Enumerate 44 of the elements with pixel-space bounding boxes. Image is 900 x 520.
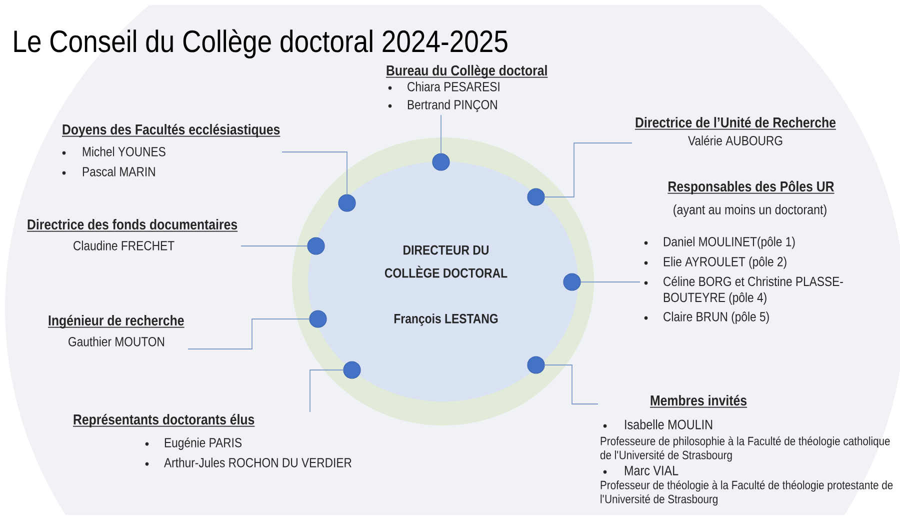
leader-line bbox=[282, 152, 348, 195]
member-name: Eugénie PARIS bbox=[164, 437, 242, 450]
central-circle bbox=[292, 138, 594, 426]
group-heading: Directrice des fonds documentaires bbox=[26, 218, 238, 232]
connector-dot bbox=[309, 310, 327, 328]
group-heading: Membres invités bbox=[650, 394, 748, 408]
role-description: Professeure de philosophie à la Faculté de théologie catholique de l'Université de Strasbourg bbox=[600, 436, 890, 462]
group-heading: Responsables des Pôles UR bbox=[667, 180, 835, 194]
connector-dot bbox=[527, 188, 545, 206]
member-name: Daniel MOULINET(pôle 1) bbox=[664, 236, 795, 249]
connector-dot bbox=[338, 194, 356, 212]
connector-dot bbox=[432, 153, 450, 171]
director-name: François LESTANG bbox=[394, 314, 498, 326]
leader-line bbox=[544, 142, 632, 198]
member-name: Pascal MARIN bbox=[82, 166, 155, 176]
member-name: Michel YOUNES bbox=[82, 146, 166, 156]
group-heading: Ingénieur de recherche bbox=[48, 314, 185, 328]
title: Le Conseil du Collège doctoral 2024-2025 bbox=[14, 29, 508, 58]
leader-line bbox=[544, 364, 598, 404]
connector-dot bbox=[307, 237, 325, 255]
group-heading: Directrice de l’Unité de Recherche bbox=[634, 116, 836, 130]
member-name: Arthur-Jules ROCHON DU VERDIER bbox=[164, 458, 352, 468]
role-description: Professeur de théologie à la Faculté de théologie protestante de l'Université de Strasbourg bbox=[600, 480, 893, 506]
connector-dot bbox=[563, 273, 581, 291]
connector-dot bbox=[527, 356, 545, 374]
member-name: Marc VIAL bbox=[624, 466, 678, 476]
leader-line bbox=[440, 114, 442, 154]
group-heading: Représentants doctorants élus bbox=[72, 414, 256, 428]
group-note: (ayant au moins un doctorant) bbox=[674, 204, 826, 218]
member-name: Claire BRUN (pôle 5) bbox=[664, 312, 769, 324]
group-heading: Bureau du Collège doctoral bbox=[386, 64, 548, 78]
member-name: Bertrand PINÇON bbox=[408, 100, 497, 112]
member-name: Gauthier MOUTON bbox=[68, 336, 164, 346]
member-name: Isabelle MOULIN bbox=[625, 419, 712, 430]
connector-dot bbox=[343, 361, 361, 379]
group-heading: Doyens des Facultés ecclésiastiques bbox=[62, 124, 281, 138]
member-name: Chiara PESARESI bbox=[408, 82, 500, 92]
member-name: Céline BORG et Christine PLASSE-BOUTEYRE (pôle 4) bbox=[664, 276, 843, 305]
director-title: DIRECTEUR DU COLLÈGE DOCTORAL bbox=[384, 245, 508, 278]
leader-line bbox=[188, 318, 310, 350]
member-name: Valérie AUBOURG bbox=[688, 135, 782, 146]
member-name: Elie AYROULET (pôle 2) bbox=[664, 256, 786, 269]
leader-line bbox=[310, 370, 344, 412]
member-name: Claudine FRECHET bbox=[74, 240, 174, 250]
